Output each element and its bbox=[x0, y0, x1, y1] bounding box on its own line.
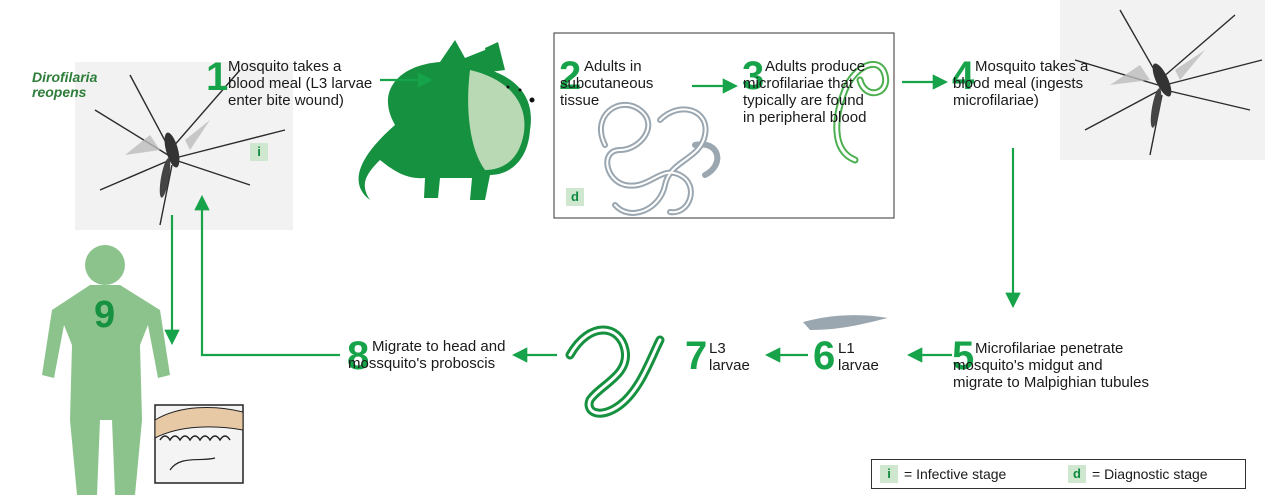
legend-diagnostic-label: = Diagnostic stage bbox=[1092, 466, 1208, 482]
diagnostic-stage-badge: d bbox=[566, 188, 584, 206]
step-5-text: Microfilariae penetrate mosquito's midgu… bbox=[953, 340, 1153, 391]
species-label: Dirofilaria reopens bbox=[32, 70, 102, 100]
l3-larva-illustration bbox=[570, 330, 660, 413]
adult-worms-illustration bbox=[601, 105, 717, 213]
legend-infective-badge: i bbox=[880, 465, 898, 483]
step-6-text: L1 larvae bbox=[838, 340, 890, 374]
legend-diagnostic-badge: d bbox=[1068, 465, 1086, 483]
step-1-number: 1 bbox=[206, 57, 228, 97]
skin-section-illustration bbox=[155, 405, 243, 483]
step-7-number: 7 bbox=[685, 336, 707, 376]
legend-infective-label: = Infective stage bbox=[904, 466, 1006, 482]
step-6-number: 6 bbox=[813, 336, 835, 376]
step-8-text: Migrate to head and mossquito's probosci… bbox=[348, 338, 506, 372]
l1-larva-illustration bbox=[803, 315, 888, 330]
legend: i = Infective stage d = Diagnostic stage bbox=[871, 459, 1246, 489]
step-1-text: Mosquito takes a blood meal (L3 larvae e… bbox=[228, 58, 378, 109]
step-9-number: 9 bbox=[94, 296, 115, 334]
step-3-text: Adults produce microfilariae that typica… bbox=[743, 58, 871, 126]
dog-host-illustration bbox=[359, 40, 535, 200]
step-7-text: L3 larvae bbox=[709, 340, 761, 374]
infective-stage-badge: i bbox=[250, 143, 268, 161]
step-4-text: Mosquito takes a blood meal (ingests mic… bbox=[953, 58, 1093, 109]
step-2-text: Adults in subcutaneous tissue bbox=[560, 58, 692, 109]
human-host-illustration bbox=[42, 245, 170, 495]
